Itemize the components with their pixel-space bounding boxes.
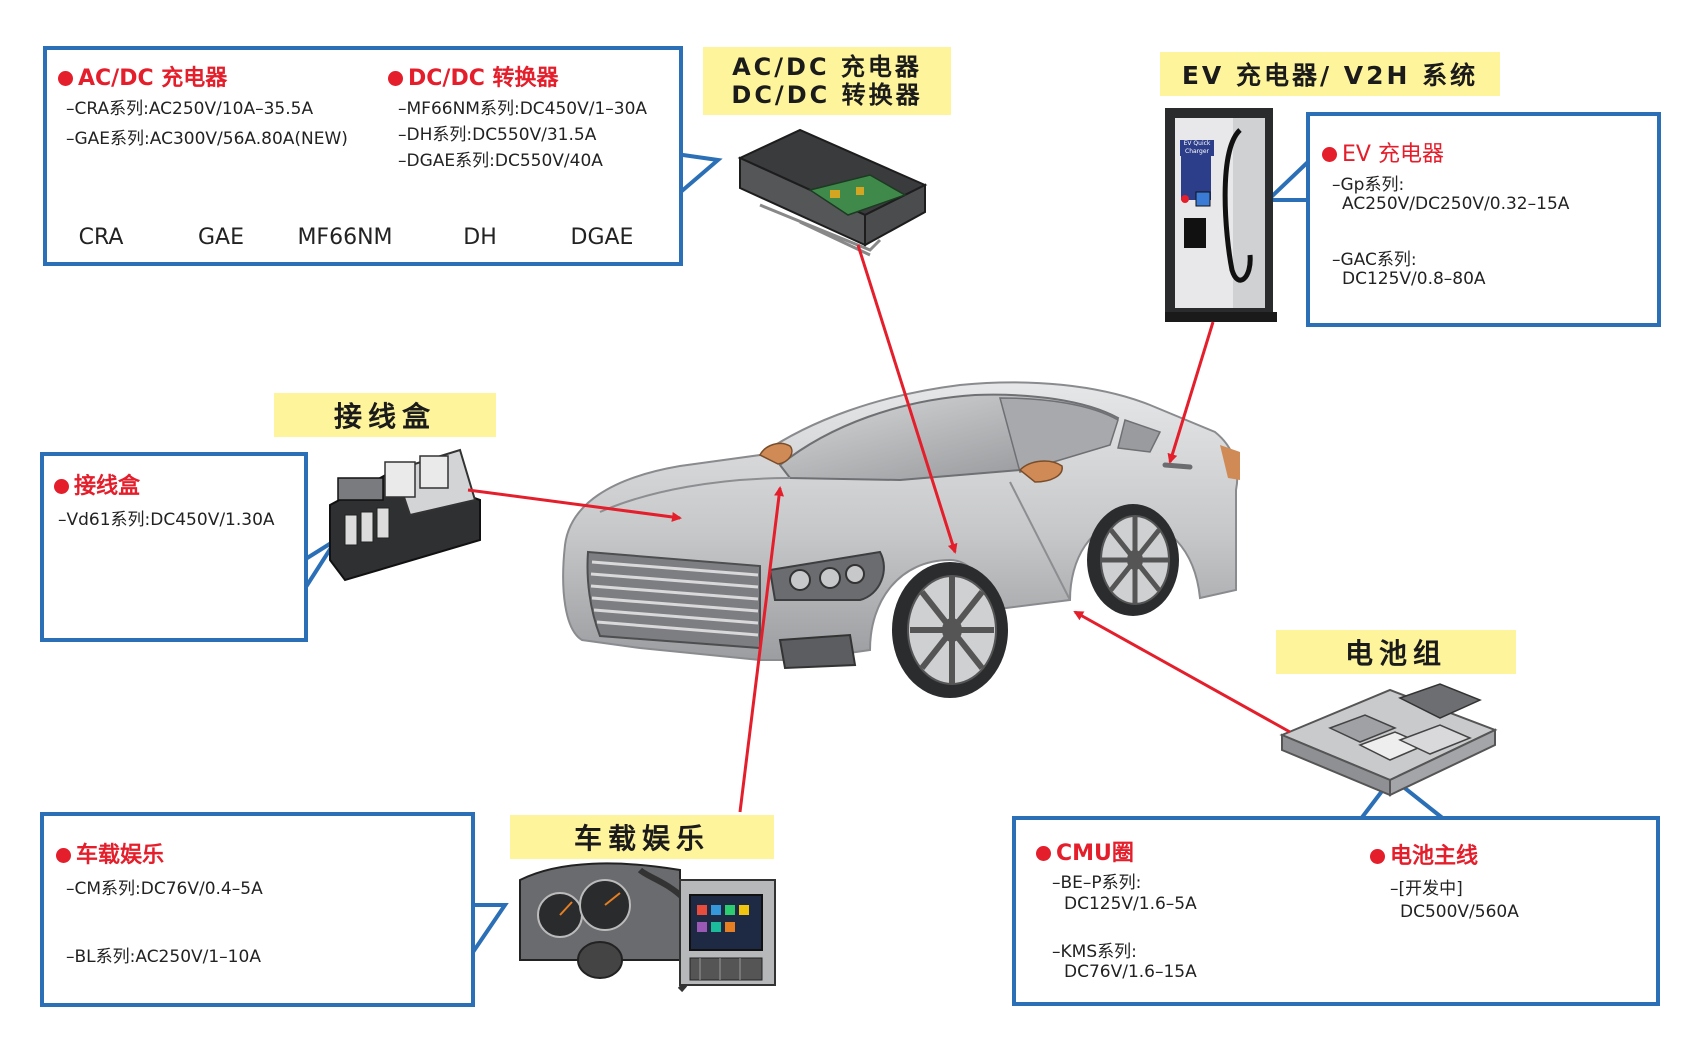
dcdc-title-text: DC/DC 转换器 <box>408 66 559 91</box>
info-section-title: 车载娱乐 <box>56 837 164 869</box>
product-label-dh: DH <box>463 225 497 250</box>
bullet-dot <box>54 479 69 494</box>
bep-series: –BE–P系列: <box>1052 873 1142 893</box>
title-junction-box: 接线盒 <box>274 393 496 437</box>
ev-section-title: EV 充电器 <box>1322 136 1444 168</box>
acdc-section-title: AC/DC 充电器 <box>58 60 227 92</box>
title-ev-charger: EV 充电器/ V2H 系统 <box>1160 52 1500 96</box>
battery-pack-device <box>1279 683 1498 797</box>
dgae-spec: –DGAE系列:DC550V/40A <box>398 151 603 171</box>
callout-battery <box>1012 816 1660 1006</box>
cm-spec: –CM系列:DC76V/0.4–5A <box>66 879 263 899</box>
mainline-section-title: 电池主线 <box>1370 838 1478 870</box>
gp-series: –Gp系列: <box>1332 175 1405 195</box>
bullet-dot <box>1370 849 1385 864</box>
car-illustration <box>562 381 1240 698</box>
title-acdc-line: AC/DC 充电器 <box>732 53 922 81</box>
cra-spec: –CRA系列:AC250V/10A–35.5A <box>66 99 314 119</box>
cmu-section-title: CMU圈 <box>1036 835 1134 867</box>
product-label-gae: GAE <box>198 225 244 250</box>
vd61-spec: –Vd61系列:DC450V/1.30A <box>58 510 275 530</box>
acdc-module-device <box>737 128 928 257</box>
callout-tail-info <box>469 903 509 957</box>
mf66nm-spec: –MF66NM系列:DC450V/1–30A <box>398 99 648 119</box>
kms-spec: DC76V/1.6–15A <box>1064 962 1197 982</box>
gac-series: –GAC系列: <box>1332 250 1417 270</box>
arrow-acdc-to-car <box>856 244 958 554</box>
gae-spec: –GAE系列:AC300V/56A.80A(NEW) <box>66 129 348 149</box>
callout-junction-box <box>40 452 308 642</box>
cmu-title-text: CMU圈 <box>1056 841 1134 866</box>
bullet-dot <box>388 71 403 86</box>
title-battery: 电池组 <box>1276 630 1516 674</box>
kms-series: –KMS系列: <box>1052 942 1137 962</box>
callout-acdc-dcdc <box>43 46 683 266</box>
dcdc-section-title: DC/DC 转换器 <box>388 60 559 92</box>
gac-spec: DC125V/0.8–80A <box>1342 269 1486 289</box>
title-dcdc-line: DC/DC 转换器 <box>731 81 923 109</box>
title-acdc-module: AC/DC 充电器 DC/DC 转换器 <box>703 47 951 115</box>
ev-title-text: EV 充电器 <box>1342 142 1444 167</box>
arrow-jbox-to-car <box>467 488 682 522</box>
bep-spec: DC125V/1.6–5A <box>1064 894 1197 914</box>
arrow-battery-to-car <box>1073 610 1291 734</box>
callout-infotainment <box>40 812 475 1007</box>
acdc-title-text: AC/DC 充电器 <box>78 66 228 91</box>
callout-ev-charger <box>1306 112 1661 327</box>
dh-spec: –DH系列:DC550V/31.5A <box>398 125 597 145</box>
arrow-info-to-car <box>738 486 784 813</box>
mainline-title-text: 电池主线 <box>1390 844 1479 869</box>
product-label-dgae: DGAE <box>570 225 634 250</box>
info-title-text: 车载娱乐 <box>76 843 165 868</box>
arrow-ev-to-car <box>1167 321 1215 464</box>
product-label-cra: CRA <box>78 225 124 250</box>
rear-wheel <box>1087 504 1179 616</box>
bullet-dot <box>56 848 71 863</box>
gp-spec: AC250V/DC250V/0.32–15A <box>1342 194 1570 214</box>
bullet-dot <box>1036 846 1051 861</box>
bullet-dot <box>1322 147 1337 162</box>
product-label-mf66nm: MF66NM <box>297 225 393 250</box>
junction-box-device <box>329 448 481 582</box>
mainline-spec: DC500V/560A <box>1400 902 1519 922</box>
callout-tail-ev <box>1263 158 1312 202</box>
dashboard-illustration <box>510 862 780 993</box>
ev-charger-sign: EV Quick Charger <box>1180 140 1214 156</box>
front-wheel <box>892 562 1008 698</box>
bl-spec: –BL系列:AC250V/1–10A <box>66 947 261 967</box>
car-grille <box>586 550 761 650</box>
title-infotainment: 车载娱乐 <box>510 815 774 859</box>
jbox-title-text: 接线盒 <box>74 474 141 499</box>
callout-tail-topleft <box>674 152 723 198</box>
jbox-section-title: 接线盒 <box>54 468 140 500</box>
mainline-status: –[开发中] <box>1390 879 1463 899</box>
bullet-dot <box>58 71 73 86</box>
